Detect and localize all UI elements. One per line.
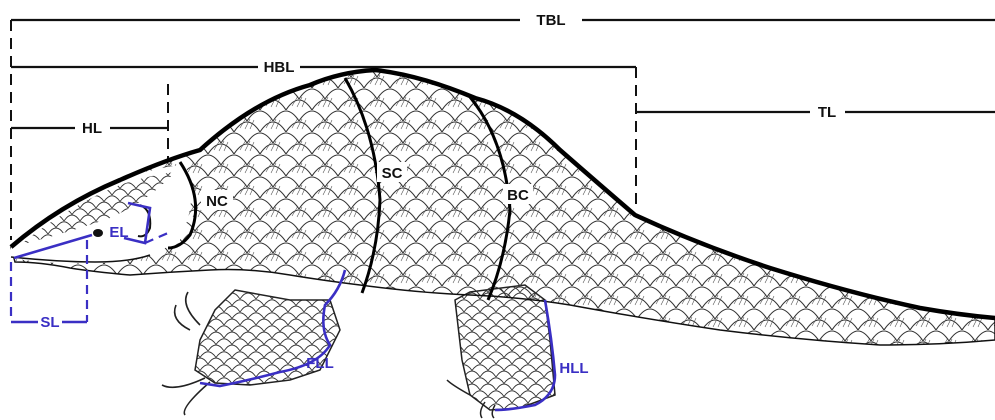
el-label: EL [109, 224, 128, 241]
hll-label: HLL [559, 360, 588, 377]
sl-label: SL [40, 314, 59, 331]
sc-label: SC [382, 165, 403, 182]
tbl-label: TBL [536, 12, 565, 29]
fll-label: FLL [306, 355, 334, 372]
hind-leg [455, 285, 555, 410]
tl-label: TL [818, 104, 836, 121]
hbl-label: HBL [264, 59, 295, 76]
nc-label: NC [206, 193, 228, 210]
hl-label: HL [82, 120, 102, 137]
eye [93, 229, 103, 237]
bc-label: BC [507, 187, 529, 204]
